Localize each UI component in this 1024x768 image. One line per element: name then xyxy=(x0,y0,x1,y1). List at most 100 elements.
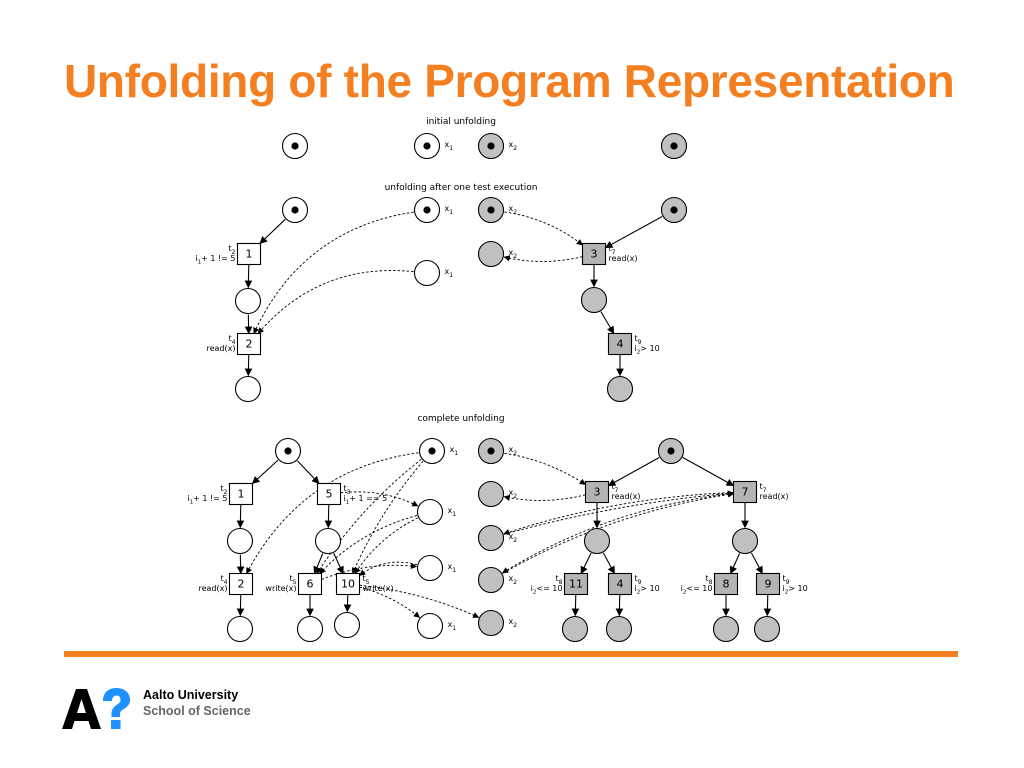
transition-box xyxy=(563,572,589,596)
flow-arc-8 xyxy=(251,459,279,485)
place-s3p4 xyxy=(657,437,685,465)
place-s1p3: x2 xyxy=(477,132,517,160)
place-s2p6: x1 xyxy=(413,259,454,287)
read-arc-32 xyxy=(504,211,583,246)
transition-box xyxy=(755,572,781,596)
transition-number: 7 xyxy=(742,486,749,499)
read-arc-45 xyxy=(503,494,586,501)
place-s3p19 xyxy=(561,615,589,643)
place-circle xyxy=(580,286,608,314)
place-label: x1 xyxy=(445,267,454,279)
transition-name: t7 xyxy=(612,482,619,494)
flow-arc-25 xyxy=(750,552,763,575)
place-s1p2: x1 xyxy=(413,132,453,160)
transition-name: t9 xyxy=(783,574,790,586)
token-dot xyxy=(291,206,299,214)
read-arc-34 xyxy=(246,452,419,575)
transition-number: 1 xyxy=(238,488,245,501)
place-s3p13: x2 xyxy=(477,566,518,594)
place-s1p4 xyxy=(660,132,688,160)
read-arc-46 xyxy=(503,490,735,535)
transition-name: t2 xyxy=(221,484,228,496)
section-label-initial: initial unfolding xyxy=(426,117,496,127)
transition-condition: read(x) xyxy=(609,254,638,263)
place-circle xyxy=(477,524,505,552)
transition-name: t4 xyxy=(229,334,236,346)
transition-number: 1 xyxy=(246,248,253,261)
place-s3p9: x2 xyxy=(477,524,517,552)
footer-divider xyxy=(64,651,958,657)
transition-number: 6 xyxy=(307,578,314,591)
flow-arc-4 xyxy=(604,216,663,249)
place-s3p7 xyxy=(226,527,254,555)
transition-number: 4 xyxy=(617,578,624,591)
place-s3p16 xyxy=(226,615,254,643)
transition-condition: i2<= 10 xyxy=(531,584,563,596)
transition-number: 3 xyxy=(594,486,601,499)
place-label: x1 xyxy=(448,562,457,574)
place-label: x2 xyxy=(509,574,518,586)
transition-box xyxy=(581,242,607,266)
section-label-after-one: unfolding after one test execution xyxy=(385,183,538,193)
transition-box xyxy=(228,482,254,506)
token-dot xyxy=(667,447,675,455)
flow-arc-13 xyxy=(313,553,324,575)
transition-box xyxy=(732,480,758,504)
read-arc-43 xyxy=(359,584,480,618)
place-s2p5: x2 xyxy=(477,240,517,268)
transition-name: t9 xyxy=(635,574,642,586)
place-s2p1 xyxy=(281,196,309,224)
transition-box xyxy=(228,572,254,596)
transition-condition: i1+ 1 != 5 xyxy=(195,254,235,266)
transition-name: t9 xyxy=(635,334,642,346)
transition-name: t4 xyxy=(221,574,228,586)
transition-number: 3 xyxy=(591,248,598,261)
read-arc-36 xyxy=(351,460,424,575)
token-dot xyxy=(487,142,495,150)
transition-name: t2 xyxy=(229,244,236,256)
place-s3p6: x1 xyxy=(416,498,456,526)
token-dot xyxy=(291,142,299,150)
transition-number: 8 xyxy=(723,578,730,591)
flow-arc-9 xyxy=(296,460,320,485)
transition-box xyxy=(236,332,262,356)
read-arc-30 xyxy=(253,211,414,335)
place-s3p17 xyxy=(296,615,324,643)
transition-name: t7 xyxy=(609,244,616,256)
place-s2p7 xyxy=(234,287,262,315)
read-arc-37 xyxy=(340,491,419,507)
place-circle xyxy=(477,480,505,508)
transition-condition: write(x) xyxy=(265,584,296,593)
place-label: x1 xyxy=(445,204,454,216)
flow-arc-18 xyxy=(607,457,660,487)
read-arc-49 xyxy=(501,492,734,574)
place-label: x2 xyxy=(509,617,518,629)
token-dot xyxy=(428,447,436,455)
place-s2p2: x1 xyxy=(413,196,454,224)
place-circle xyxy=(561,615,589,643)
place-circle xyxy=(753,615,781,643)
token-dot xyxy=(670,142,678,150)
read-arc-47 xyxy=(502,491,735,574)
place-s3p3: x2 xyxy=(477,437,517,465)
place-s3p21 xyxy=(712,615,740,643)
read-arc-39 xyxy=(354,517,419,575)
place-s2p10 xyxy=(606,375,634,403)
transition-box xyxy=(584,480,610,504)
place-s3p22 xyxy=(753,615,781,643)
place-circle xyxy=(477,240,505,268)
token-dot xyxy=(670,206,678,214)
transition-number: 11 xyxy=(569,578,583,591)
transition-name: t3 xyxy=(344,484,351,496)
transition-number: 5 xyxy=(326,488,333,501)
transition-condition: read(x) xyxy=(760,492,789,501)
